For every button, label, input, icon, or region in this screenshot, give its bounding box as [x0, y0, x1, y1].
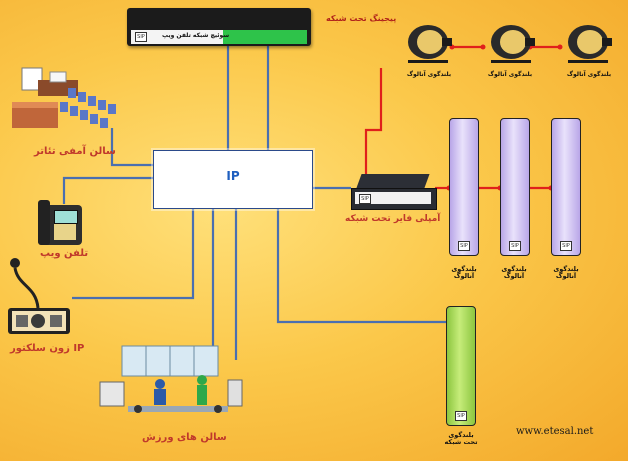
analog-column-speaker-3[interactable]: SIP [551, 118, 581, 256]
analog-horn-label-2: بلندگوی آنالوگ [487, 71, 533, 78]
switch-label: سوئیچ شبکه تلفن ویپ [162, 32, 230, 39]
analog-horn-speaker-2[interactable] [481, 20, 537, 66]
analog-column-speaker-1[interactable]: SIP [449, 118, 479, 256]
analog-horn-label-1: بلندگوی آنالوگ [406, 71, 452, 78]
link-network-column [276, 207, 446, 324]
link-zone-selector [72, 207, 195, 300]
zone-selector-device[interactable] [4, 256, 74, 344]
switch-ports [223, 30, 307, 44]
analog-horn-label-3: بلندگوی آنالوگ [566, 71, 612, 78]
zone-selector-label: زون سلکتور IP [10, 343, 85, 354]
brand-watermark: www.etesal.net [516, 426, 594, 437]
voip-phone-label: تلفن ویپ [40, 248, 89, 259]
column-logo-icon: SIP [455, 411, 467, 421]
link-amp-horns [364, 68, 383, 174]
ip-label: IP [226, 169, 240, 183]
link-amphitheater [110, 128, 153, 167]
column-logo-icon: SIP [560, 241, 572, 251]
link-phone [62, 176, 153, 204]
analog-column-speaker-2[interactable]: SIP [500, 118, 530, 256]
gym-illustration [99, 345, 243, 413]
amplifier-label: آمپلی فایر تحت شبکه [345, 214, 441, 224]
network-switch[interactable]: SIP سوئیچ شبکه تلفن ویپ [127, 8, 311, 46]
amphitheater-label: سالن آمفی تئاتر [34, 146, 116, 157]
amphitheater-illustration [12, 67, 116, 128]
network-column-speaker[interactable]: SIP [446, 306, 476, 426]
column-logo-icon: SIP [458, 241, 470, 251]
phone-handset-icon [38, 200, 50, 245]
gym-label: سالن های ورزش [142, 432, 227, 443]
switch-logo-icon: SIP [135, 32, 147, 42]
analog-horn-speaker-3[interactable] [558, 20, 614, 66]
network-paging-label: پیجینگ تحت شبکه [326, 14, 397, 23]
amplifier-logo-icon: SIP [359, 194, 371, 204]
analog-horn-speaker-1[interactable] [398, 20, 454, 66]
network-amplifier[interactable]: SIP [351, 174, 437, 212]
column-logo-icon: SIP [509, 241, 521, 251]
ip-network-box[interactable]: IP [153, 150, 313, 209]
